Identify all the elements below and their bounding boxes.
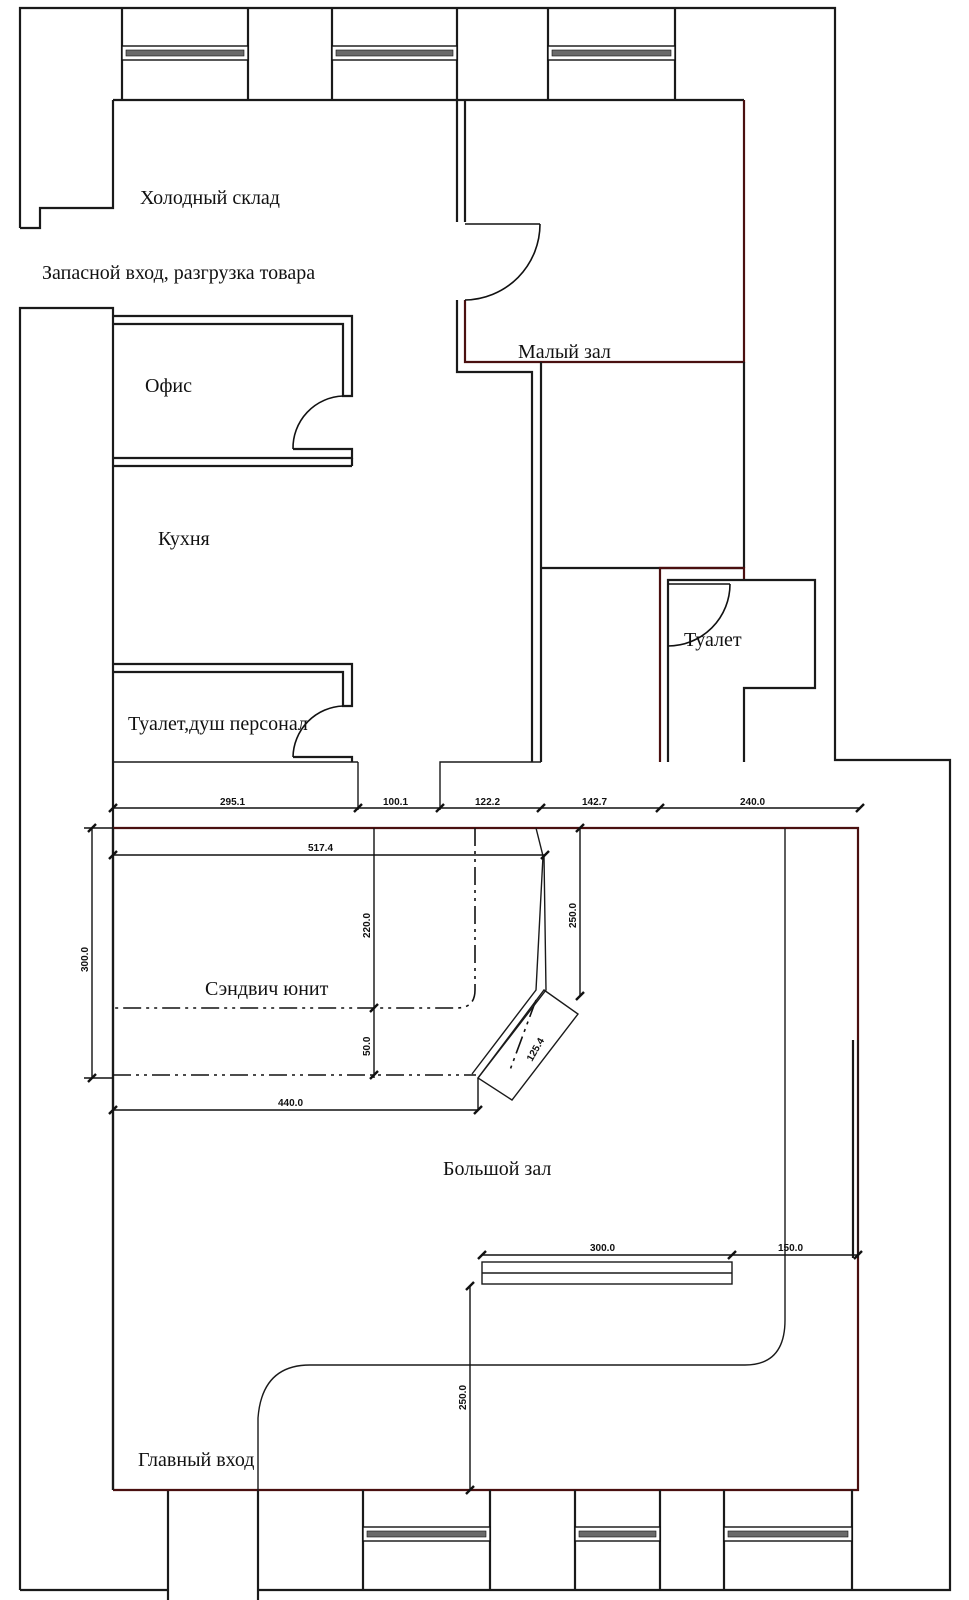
label-sandwich-unit: Сэндвич юнит <box>205 978 329 1000</box>
dim-250-bottom: 250.0 <box>458 1385 469 1410</box>
window-bottom-1 <box>362 1526 491 1542</box>
label-main-entrance: Главный вход <box>138 1449 254 1471</box>
label-cold-storage: Холодный склад <box>140 187 280 209</box>
dim-100-1: 100.1 <box>383 797 408 808</box>
dim-517-4: 517.4 <box>308 843 333 854</box>
label-kitchen: Кухня <box>158 528 210 550</box>
office-walls <box>113 314 354 468</box>
dim-142-7: 142.7 <box>582 797 607 808</box>
big-hall-walls <box>111 826 860 1600</box>
window-bottom-3 <box>723 1526 853 1542</box>
dim-150-0: 150.0 <box>778 1243 803 1254</box>
toilet-walls <box>658 566 817 762</box>
sandwich-dims <box>84 823 585 1115</box>
dim-440-0: 440.0 <box>278 1098 303 1109</box>
dim-300-bottom: 300.0 <box>590 1243 615 1254</box>
dim-50-0: 50.0 <box>362 1036 373 1056</box>
label-toilet: Туалет <box>684 629 742 651</box>
small-hall-walls <box>455 100 746 762</box>
label-staff-toilet: Туалет,душ персонал <box>128 713 308 735</box>
dim-240-0: 240.0 <box>740 797 765 808</box>
door-staff-toilet <box>292 705 344 758</box>
dimension-band <box>108 761 865 813</box>
dim-300-left: 300.0 <box>80 947 91 972</box>
dim-250-0: 250.0 <box>568 903 579 928</box>
label-office: Офис <box>145 375 192 397</box>
window-top-2 <box>331 45 458 61</box>
angled-counter <box>471 827 579 1101</box>
door-toilet <box>667 583 731 647</box>
label-reserve-entrance: Запасной вход, разгрузка товара <box>42 262 315 284</box>
label-big-hall: Большой зал <box>443 1158 551 1180</box>
dim-220-0: 220.0 <box>362 913 373 938</box>
label-small-hall: Малый зал <box>518 341 611 363</box>
door-office <box>292 395 344 450</box>
dim-122-2: 122.2 <box>475 797 500 808</box>
window-bottom-2 <box>574 1526 661 1542</box>
staff-toilet-walls <box>113 662 354 762</box>
bar-counter <box>465 1250 863 1495</box>
window-top-3 <box>547 45 676 61</box>
window-top-1 <box>121 45 249 61</box>
sandwich-unit-outline <box>113 828 537 1076</box>
dim-295-1: 295.1 <box>220 797 245 808</box>
door-small-hall <box>464 223 541 301</box>
